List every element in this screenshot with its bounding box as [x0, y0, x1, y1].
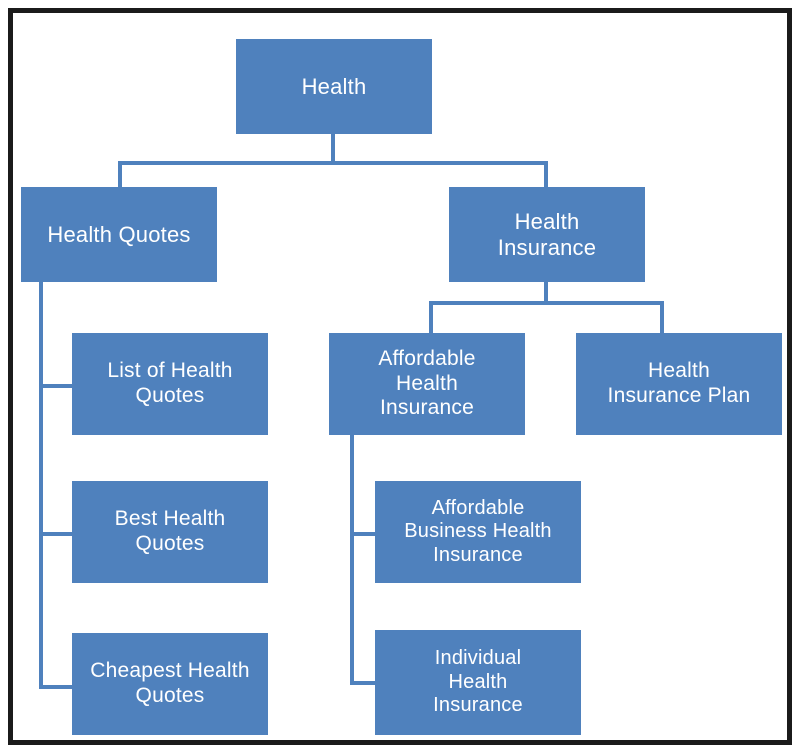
connector-level2-bus	[429, 301, 664, 305]
connector-to-cheapest-health-quotes	[39, 685, 73, 689]
connector-to-list-of-health-quotes	[39, 384, 73, 388]
node-health-quotes-label: Health Quotes	[47, 221, 191, 247]
connector-health-quotes-drop	[118, 161, 122, 189]
connector-affordable-spine	[350, 431, 354, 685]
connector-to-best-health-quotes	[39, 532, 73, 536]
connector-affordable-health-insurance-drop	[429, 301, 433, 333]
connector-health-quotes-spine	[39, 281, 43, 689]
node-health-label: Health	[301, 73, 367, 99]
node-health-quotes[interactable]: Health Quotes	[21, 187, 217, 282]
connector-health-stem	[331, 132, 335, 165]
connector-to-affordable-business-health-insurance	[350, 532, 376, 536]
connector-health-insurance-drop	[544, 161, 548, 189]
connector-level1-bus	[118, 161, 548, 165]
connector-to-individual-health-insurance	[350, 681, 376, 685]
connector-health-insurance-stem	[544, 281, 548, 305]
connector-health-insurance-plan-drop	[660, 301, 664, 333]
node-health[interactable]: Health	[236, 39, 432, 134]
